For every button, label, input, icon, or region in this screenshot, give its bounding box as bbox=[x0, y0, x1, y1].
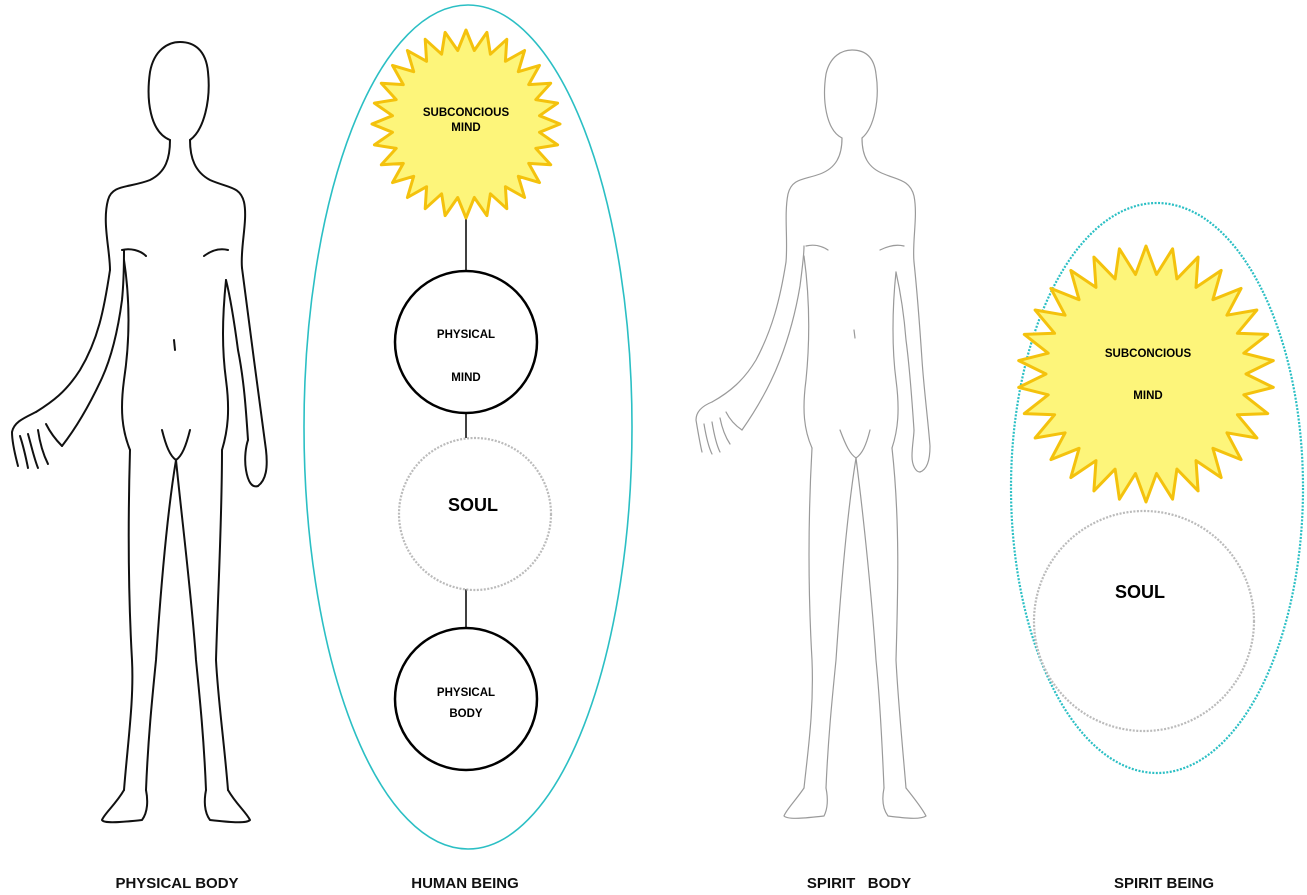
spirit-soul-circle bbox=[1034, 511, 1254, 731]
physical-body-node-label-line1: PHYSICAL bbox=[437, 687, 495, 699]
physical-mind-circle bbox=[395, 271, 537, 413]
physical-body-node-label-line2: BODY bbox=[449, 708, 483, 720]
spirit-soul-label: SOUL bbox=[1115, 582, 1165, 602]
physical-mind-label-line1: PHYSICAL bbox=[437, 329, 495, 341]
soul-label: SOUL bbox=[448, 495, 498, 515]
subconscious-mind-label-line2: MIND bbox=[451, 122, 480, 134]
physical-mind-label-line2: MIND bbox=[451, 372, 480, 384]
physical-body-node-circle bbox=[395, 628, 537, 770]
caption-spirit-body: SPIRIT BODY bbox=[807, 875, 911, 892]
spirit-subconscious-mind-label-line2: MIND bbox=[1133, 390, 1162, 402]
caption-human-being: HUMAN BEING bbox=[411, 875, 519, 892]
caption-physical-body: PHYSICAL BODY bbox=[115, 875, 238, 892]
spirit-subconscious-mind-label-line1: SUBCONCIOUS bbox=[1105, 348, 1192, 360]
physical-body-navel bbox=[174, 340, 175, 350]
caption-spirit-being: SPIRIT BEING bbox=[1114, 875, 1214, 892]
subconscious-mind-label-line1: SUBCONCIOUS bbox=[423, 107, 510, 119]
